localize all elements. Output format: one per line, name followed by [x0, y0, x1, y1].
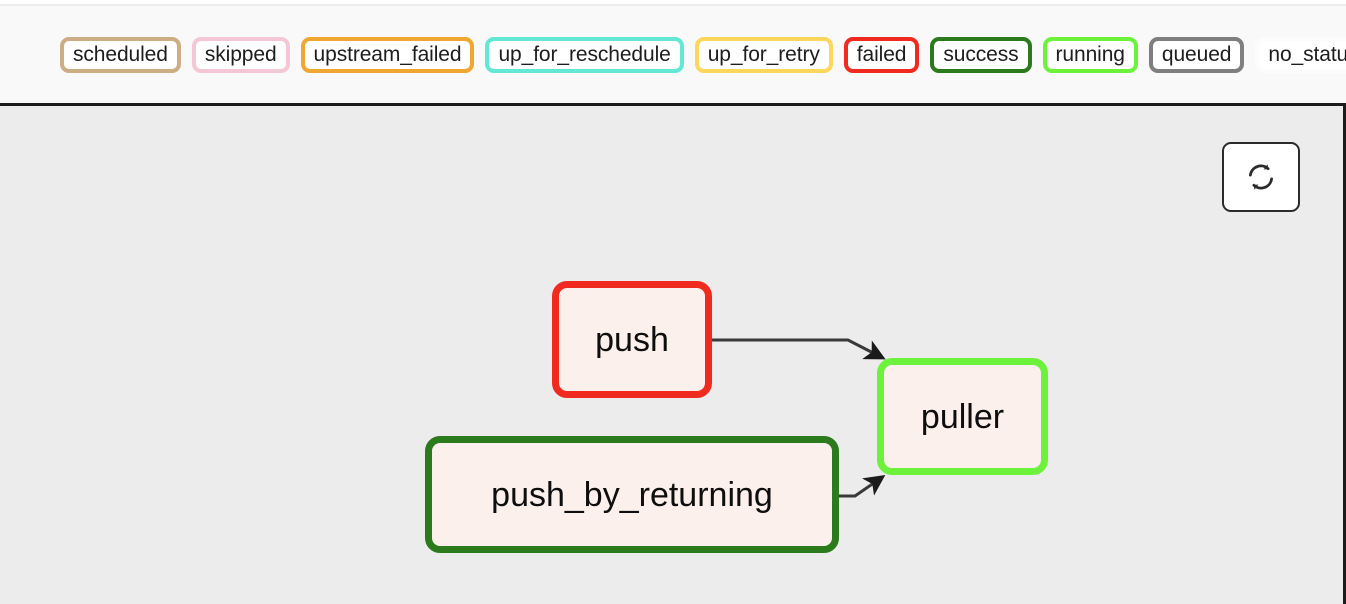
legend-label: failed	[856, 43, 907, 66]
legend-badge-failed[interactable]: failed	[843, 36, 920, 73]
legend-badge-up_for_reschedule[interactable]: up_for_reschedule	[485, 36, 684, 73]
refresh-button[interactable]	[1222, 142, 1300, 212]
legend-badge-up_for_retry[interactable]: up_for_retry	[694, 36, 833, 73]
legend-label: upstream_failed	[313, 43, 462, 66]
legend-label: skipped	[204, 43, 277, 66]
graph-canvas[interactable]: push push_by_returning puller	[0, 103, 1346, 604]
legend-label: up_for_reschedule	[498, 43, 671, 66]
task-node-push_by_returning[interactable]: push_by_returning	[425, 436, 839, 553]
task-node-push[interactable]: push	[552, 281, 712, 398]
edge-push-to-puller	[712, 338, 886, 360]
legend-label: success	[943, 43, 1019, 66]
legend-label: running	[1055, 43, 1125, 66]
legend-badge-scheduled[interactable]: scheduled	[60, 36, 181, 73]
task-node-label: puller	[920, 397, 1005, 436]
legend-badge-queued[interactable]: queued	[1148, 36, 1245, 73]
refresh-icon	[1246, 162, 1276, 192]
legend-badge-skipped[interactable]: skipped	[191, 36, 290, 73]
legend-badge-upstream_failed[interactable]: upstream_failed	[300, 36, 475, 73]
legend-badge-running[interactable]: running	[1042, 36, 1138, 73]
legend-label: up_for_retry	[707, 43, 820, 66]
legend-label: scheduled	[73, 43, 168, 66]
task-node-label: push	[595, 320, 669, 359]
task-status-legend: scheduled skipped upstream_failed up_for…	[0, 6, 1346, 103]
legend-badge-success[interactable]: success	[930, 36, 1032, 73]
edge-push_by_returning-to-puller	[839, 475, 886, 498]
legend-label: no_status	[1268, 43, 1346, 66]
top-divider	[0, 4, 1346, 6]
legend-badge-no_status[interactable]: no_status	[1255, 36, 1346, 73]
task-node-puller[interactable]: puller	[877, 358, 1048, 475]
task-node-label: push_by_returning	[491, 475, 773, 514]
legend-label: queued	[1161, 43, 1232, 66]
